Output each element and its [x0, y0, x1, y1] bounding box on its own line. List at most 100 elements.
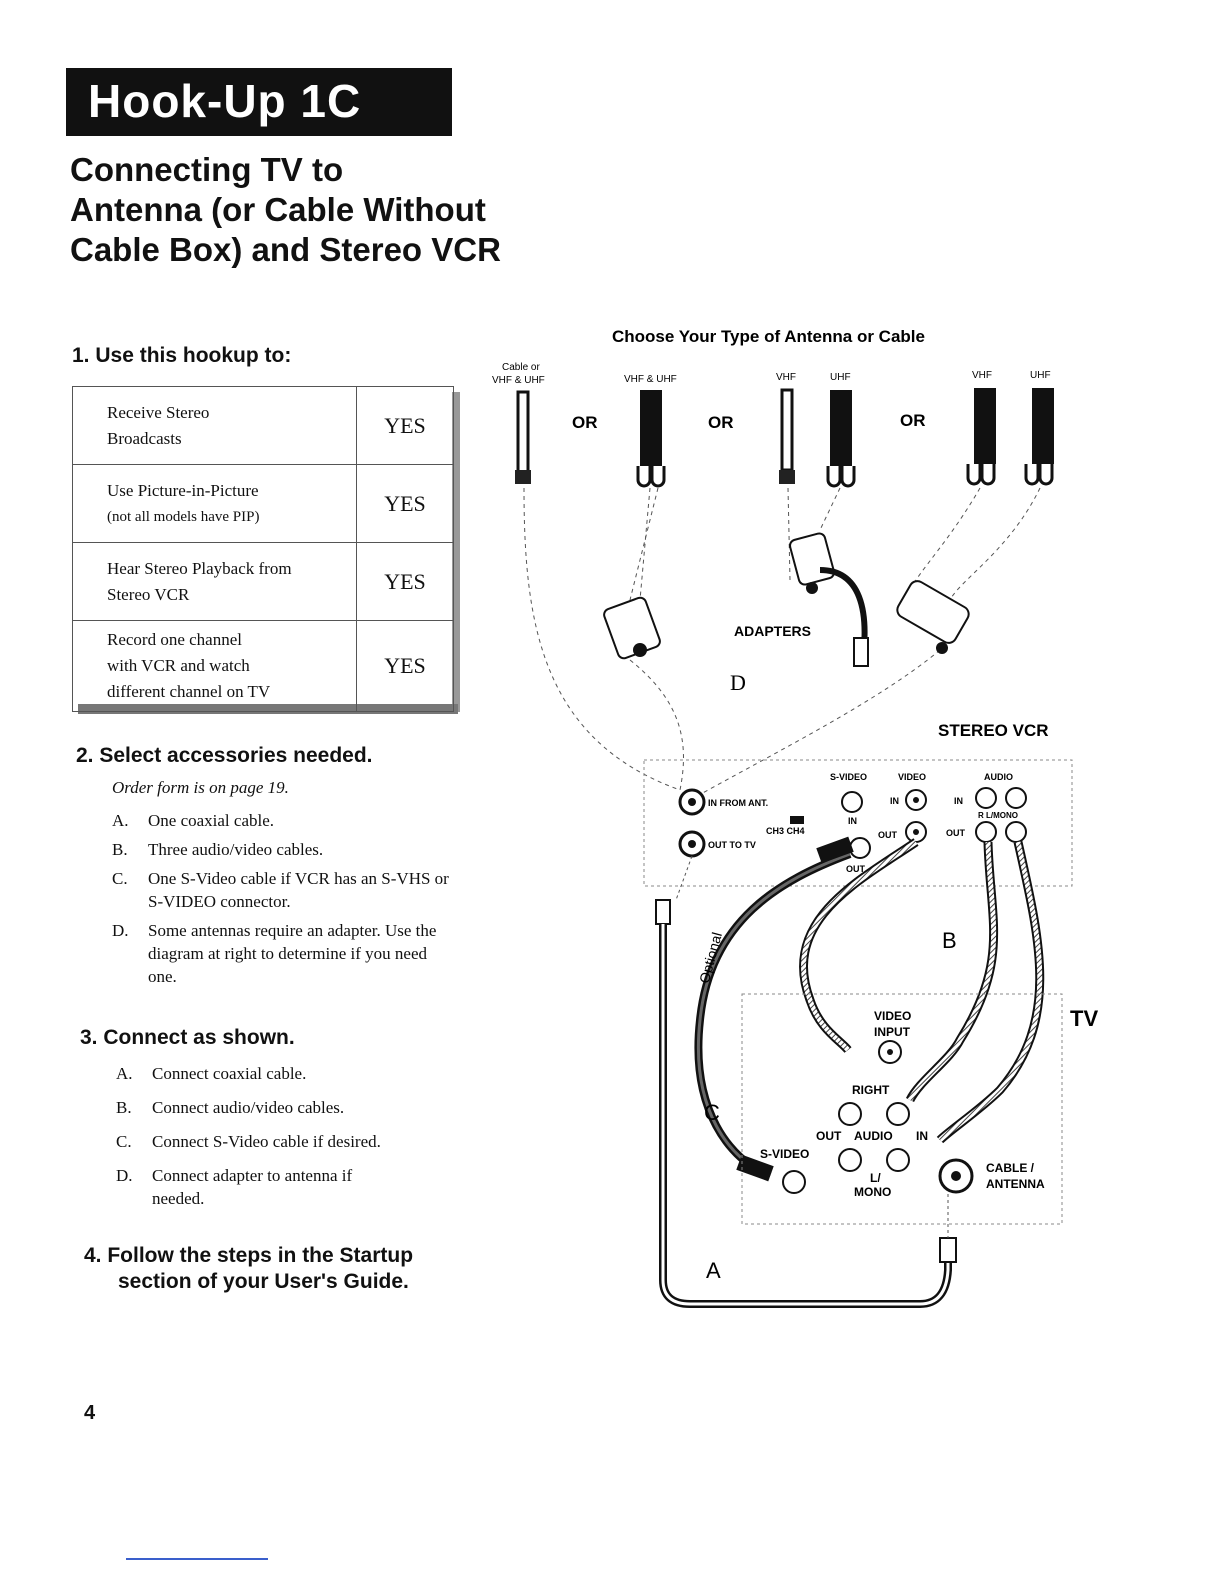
item-letter: D. — [112, 921, 129, 940]
table-row: Hear Stereo Playback from Stereo VCR YES — [72, 542, 454, 621]
vcr-audio-out-jacks — [975, 821, 1027, 843]
in-from-ant-jack — [678, 788, 706, 816]
table-cell: Receive Stereo Broadcasts — [72, 386, 357, 465]
item-text: Some antennas require an adapter. Use th… — [148, 921, 437, 986]
antenna-label: VHF & UHF — [492, 375, 545, 386]
item-text: One S-Video cable if VCR has an S-VHS or… — [148, 869, 449, 911]
tv-antenna-label: ANTENNA — [986, 1177, 1045, 1191]
tv-video-input-label: VIDEO — [874, 1009, 911, 1023]
table-row: Use Picture-in-Picture (not all models h… — [72, 464, 454, 543]
answer-cell: YES — [356, 386, 454, 465]
row-text: Use Picture-in-Picture — [107, 480, 259, 500]
out-to-tv-jack — [678, 830, 706, 858]
tv-label: TV — [1070, 1006, 1098, 1031]
table-cell: Record one channel with VCR and watch di… — [72, 620, 357, 712]
hookup-banner: Hook-Up 1C — [66, 68, 452, 136]
item-letter: A. — [116, 1064, 133, 1083]
vcr-ch-label: CH3 CH4 — [766, 826, 805, 836]
stereo-vcr-label: STEREO VCR — [938, 721, 1049, 740]
step2-list: Order form is on page 19. A. One coaxial … — [112, 776, 452, 994]
uhf-label: UHF — [830, 372, 851, 383]
coax-cable-a — [655, 855, 957, 1308]
list-item: B.Three audio/video cables. — [112, 838, 452, 861]
item-text: One coaxial cable. — [148, 811, 275, 830]
or-label: OR — [900, 411, 926, 430]
vcr-svideo-in-jack — [841, 791, 863, 813]
tv-video-input-jack — [878, 1040, 902, 1064]
step2-heading: 2. Select accessories needed. — [76, 744, 373, 767]
table-row: Receive Stereo Broadcasts YES — [72, 386, 454, 465]
list-item: C.Connect S-Video cable if desired. — [116, 1130, 436, 1153]
table-shadow — [452, 392, 460, 712]
hookup-diagram: Choose Your Type of Antenna or Cable Cab… — [492, 327, 1098, 1308]
table-row: Record one channel with VCR and watch di… — [72, 620, 454, 712]
vcr-svideo-out-jack — [849, 837, 871, 859]
or-label: OR — [572, 413, 598, 432]
step4-heading-line2: section of your User's Guide. — [118, 1270, 409, 1293]
adapter-icon — [789, 532, 869, 667]
tv-mono-label: MONO — [854, 1185, 891, 1199]
ch-switch — [790, 816, 804, 824]
vcr-in-label: IN — [848, 816, 857, 826]
step4-heading: 4. Follow the steps in the Startup — [84, 1244, 414, 1267]
item-letter: B. — [112, 840, 128, 859]
vcr-out-label: OUT — [878, 830, 898, 840]
row-text: Broadcasts — [107, 428, 182, 448]
row-text: Hear Stereo Playback from — [107, 558, 292, 578]
separate-antenna-icon — [779, 388, 856, 488]
vcr-audio-in-jacks — [975, 787, 1027, 809]
row-text: with VCR and watch — [107, 656, 250, 675]
adapter-leads — [523, 487, 1041, 801]
item-text: Connect audio/video cables. — [152, 1098, 345, 1117]
label-b: B — [942, 928, 957, 953]
vhf-label: VHF — [972, 370, 992, 381]
row-note: (not all models have PIP) — [107, 508, 260, 525]
dual-twin-lead-antenna-icon — [966, 388, 1054, 486]
row-text: Stereo VCR — [107, 584, 190, 604]
vcr-video-label: VIDEO — [898, 772, 926, 782]
row-text: Record one channel — [107, 630, 242, 649]
list-item: B. Connect audio/video cables. — [116, 1096, 436, 1119]
title-line: Connecting TV to — [70, 151, 344, 188]
list-item: C. One S-Video cable if VCR has an S-VHS … — [112, 867, 452, 913]
order-form-note: Order form is on page 19. — [112, 778, 289, 797]
tv-l-label: L/ — [870, 1171, 881, 1185]
tv-audio-right-jacks — [838, 1102, 910, 1126]
list-item: D. Some antennas require an adapter. Use … — [112, 919, 452, 988]
step1-heading: 1. Use this hookup to: — [72, 344, 292, 367]
item-letter: A. — [112, 811, 129, 830]
page-title: Connecting TV to Antenna (or Cable Witho… — [70, 150, 590, 270]
tv-audio-left-jacks — [838, 1148, 910, 1172]
antenna-label: VHF & UHF — [624, 374, 677, 385]
banner-title: Hook-Up 1C — [88, 75, 362, 127]
vcr-audio-label: AUDIO — [984, 772, 1013, 782]
vcr-out-label: OUT — [846, 864, 866, 874]
vcr-svideo-label: S-VIDEO — [830, 772, 867, 782]
item-letter: C. — [112, 869, 128, 888]
label-c: C — [704, 1100, 720, 1125]
item-letter: D. — [116, 1166, 133, 1185]
av-cables-b — [799, 838, 1045, 1144]
tv-audio-label: AUDIO — [854, 1129, 893, 1143]
label-d: D — [730, 670, 746, 695]
adapters-label: ADAPTERS — [734, 623, 811, 639]
answer-cell: YES — [356, 620, 454, 712]
tv-cable-antenna-jack — [938, 1158, 974, 1194]
coax-antenna-icon — [515, 390, 531, 484]
title-line: Antenna (or Cable Without — [70, 191, 486, 228]
table-cell: Use Picture-in-Picture (not all models h… — [72, 464, 357, 543]
svideo-cable-c — [694, 836, 854, 1182]
item-text: Connect S-Video cable if desired. — [152, 1132, 381, 1151]
table-cell: Hear Stereo Playback from Stereo VCR — [72, 542, 357, 621]
tv-in-label: IN — [916, 1129, 928, 1143]
tv-video-input-label: INPUT — [874, 1025, 911, 1039]
vcr-out-to-tv-label: OUT TO TV — [708, 840, 756, 850]
tv-cable-label: CABLE / — [986, 1161, 1035, 1175]
step3-list: A.Connect coaxial cable. B.Connect audio… — [116, 1062, 436, 1216]
row-text: Receive Stereo — [107, 402, 210, 422]
uhf-label: UHF — [1030, 370, 1051, 381]
item-letter: B. — [116, 1098, 132, 1117]
item-text: Connect adapter to antenna if needed. — [152, 1166, 353, 1208]
tv-svideo-label: S-VIDEO — [760, 1147, 809, 1161]
tv-out-label: OUT — [816, 1129, 842, 1143]
